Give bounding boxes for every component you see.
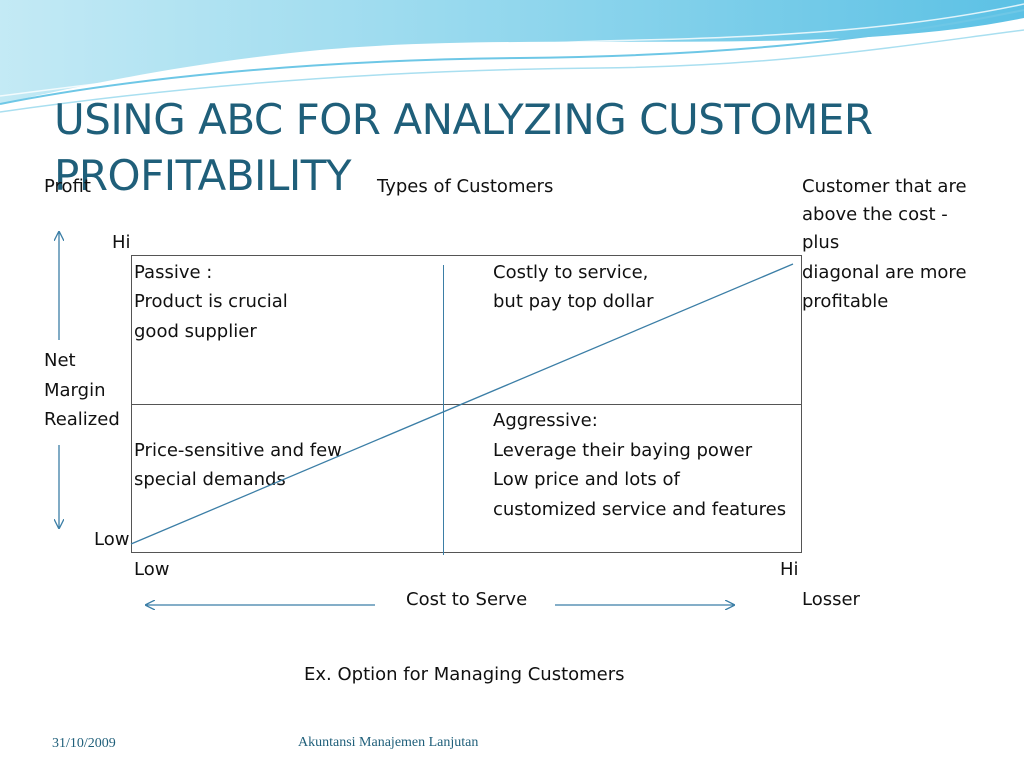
y-axis-label-net: Net	[44, 350, 76, 371]
side-note-line-5: profitable	[802, 291, 889, 312]
quadrant-top-left-line-1: Passive :	[134, 262, 213, 283]
x-hi-label: Hi	[780, 559, 799, 580]
y-axis-label-realized: Realized	[44, 409, 120, 430]
y-axis-label-margin: Margin	[44, 380, 106, 401]
types-of-customers-label: Types of Customers	[377, 176, 554, 197]
footer-course: Akuntansi Manajemen Lanjutan	[298, 735, 479, 750]
y-low-label: Low	[94, 529, 130, 550]
quadrant-bottom-right-line-3: Low price and lots of	[493, 469, 680, 490]
losser-label: Losser	[802, 589, 860, 610]
quadrant-top-left-line-3: good supplier	[134, 321, 257, 342]
page-title: USING ABC FOR ANALYZING CUSTOMER PROFITA…	[54, 95, 873, 200]
vertical-divider	[443, 265, 444, 555]
quadrant-bottom-left-line-2: special demands	[134, 469, 286, 490]
caption: Ex. Option for Managing Customers	[304, 664, 625, 685]
quadrant-bottom-right-line-2: Leverage their baying power	[493, 440, 753, 461]
side-note-line-1: Customer that are	[802, 176, 967, 197]
cost-to-serve-label: Cost to Serve	[406, 589, 528, 610]
quadrant-bottom-left-line-1: Price-sensitive and few	[134, 440, 342, 461]
horizontal-divider	[131, 404, 802, 405]
y-hi-label: Hi	[112, 232, 131, 253]
footer-date: 31/10/2009	[52, 736, 116, 751]
side-note-line-2: above the cost -	[802, 204, 948, 225]
quadrant-top-right-line-2: but pay top dollar	[493, 291, 654, 312]
profit-label: Profit	[44, 176, 91, 197]
header-wave-decoration	[0, 0, 1024, 113]
side-note-line-3: plus	[802, 232, 840, 253]
quadrant-top-right-line-1: Costly to service,	[493, 262, 649, 283]
quadrant-bottom-right-line-4: customized service and features	[493, 499, 787, 520]
side-note-line-4: diagonal are more	[802, 262, 967, 283]
quadrant-bottom-right-line-1: Aggressive:	[493, 410, 598, 431]
quadrant-top-left-line-2: Product is crucial	[134, 291, 288, 312]
x-low-label: Low	[134, 559, 170, 580]
